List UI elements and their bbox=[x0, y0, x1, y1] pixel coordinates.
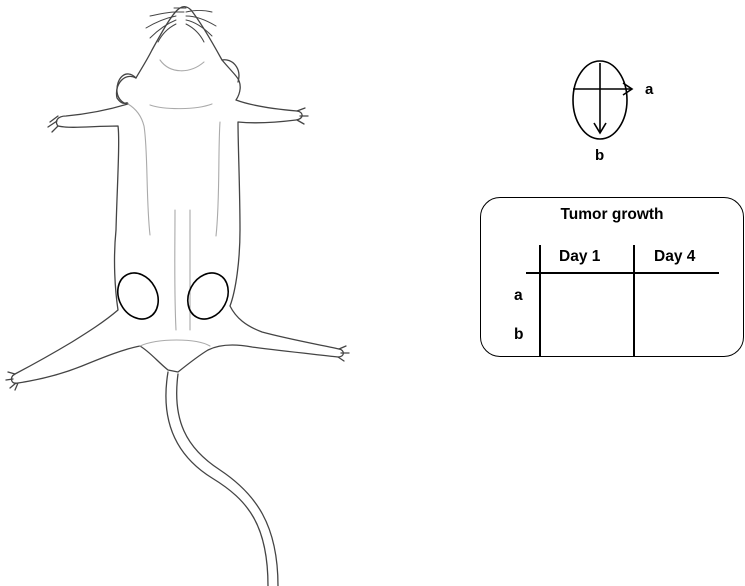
table-divider-vertical-2 bbox=[633, 245, 635, 357]
tumor-ellipse-right bbox=[180, 266, 236, 326]
column-header-day1: Day 1 bbox=[559, 248, 600, 266]
mouse-whiskers bbox=[146, 8, 216, 42]
table-divider-vertical-1 bbox=[539, 245, 541, 357]
axis-label-b: b bbox=[595, 147, 604, 164]
mouse-body-outline bbox=[11, 7, 343, 384]
tumor-axis-diagram: a b bbox=[560, 60, 670, 170]
mouse-ear-left bbox=[117, 74, 136, 104]
mouse-paw-fr bbox=[297, 108, 308, 124]
table-divider-horizontal bbox=[526, 272, 719, 274]
tumor-ellipse-left bbox=[110, 266, 166, 326]
tumor-growth-table: Tumor growth Day 1 Day 4 a b bbox=[480, 197, 744, 357]
mouse-paw-hr bbox=[338, 346, 349, 361]
row-header-b: b bbox=[514, 326, 523, 344]
mouse-body-shading bbox=[128, 60, 220, 346]
table-title: Tumor growth bbox=[481, 206, 743, 224]
axis-label-a: a bbox=[645, 81, 654, 98]
mouse-illustration bbox=[0, 0, 360, 586]
row-header-a: a bbox=[514, 287, 523, 305]
mouse-tail bbox=[166, 372, 268, 586]
column-header-day4: Day 4 bbox=[654, 248, 695, 266]
